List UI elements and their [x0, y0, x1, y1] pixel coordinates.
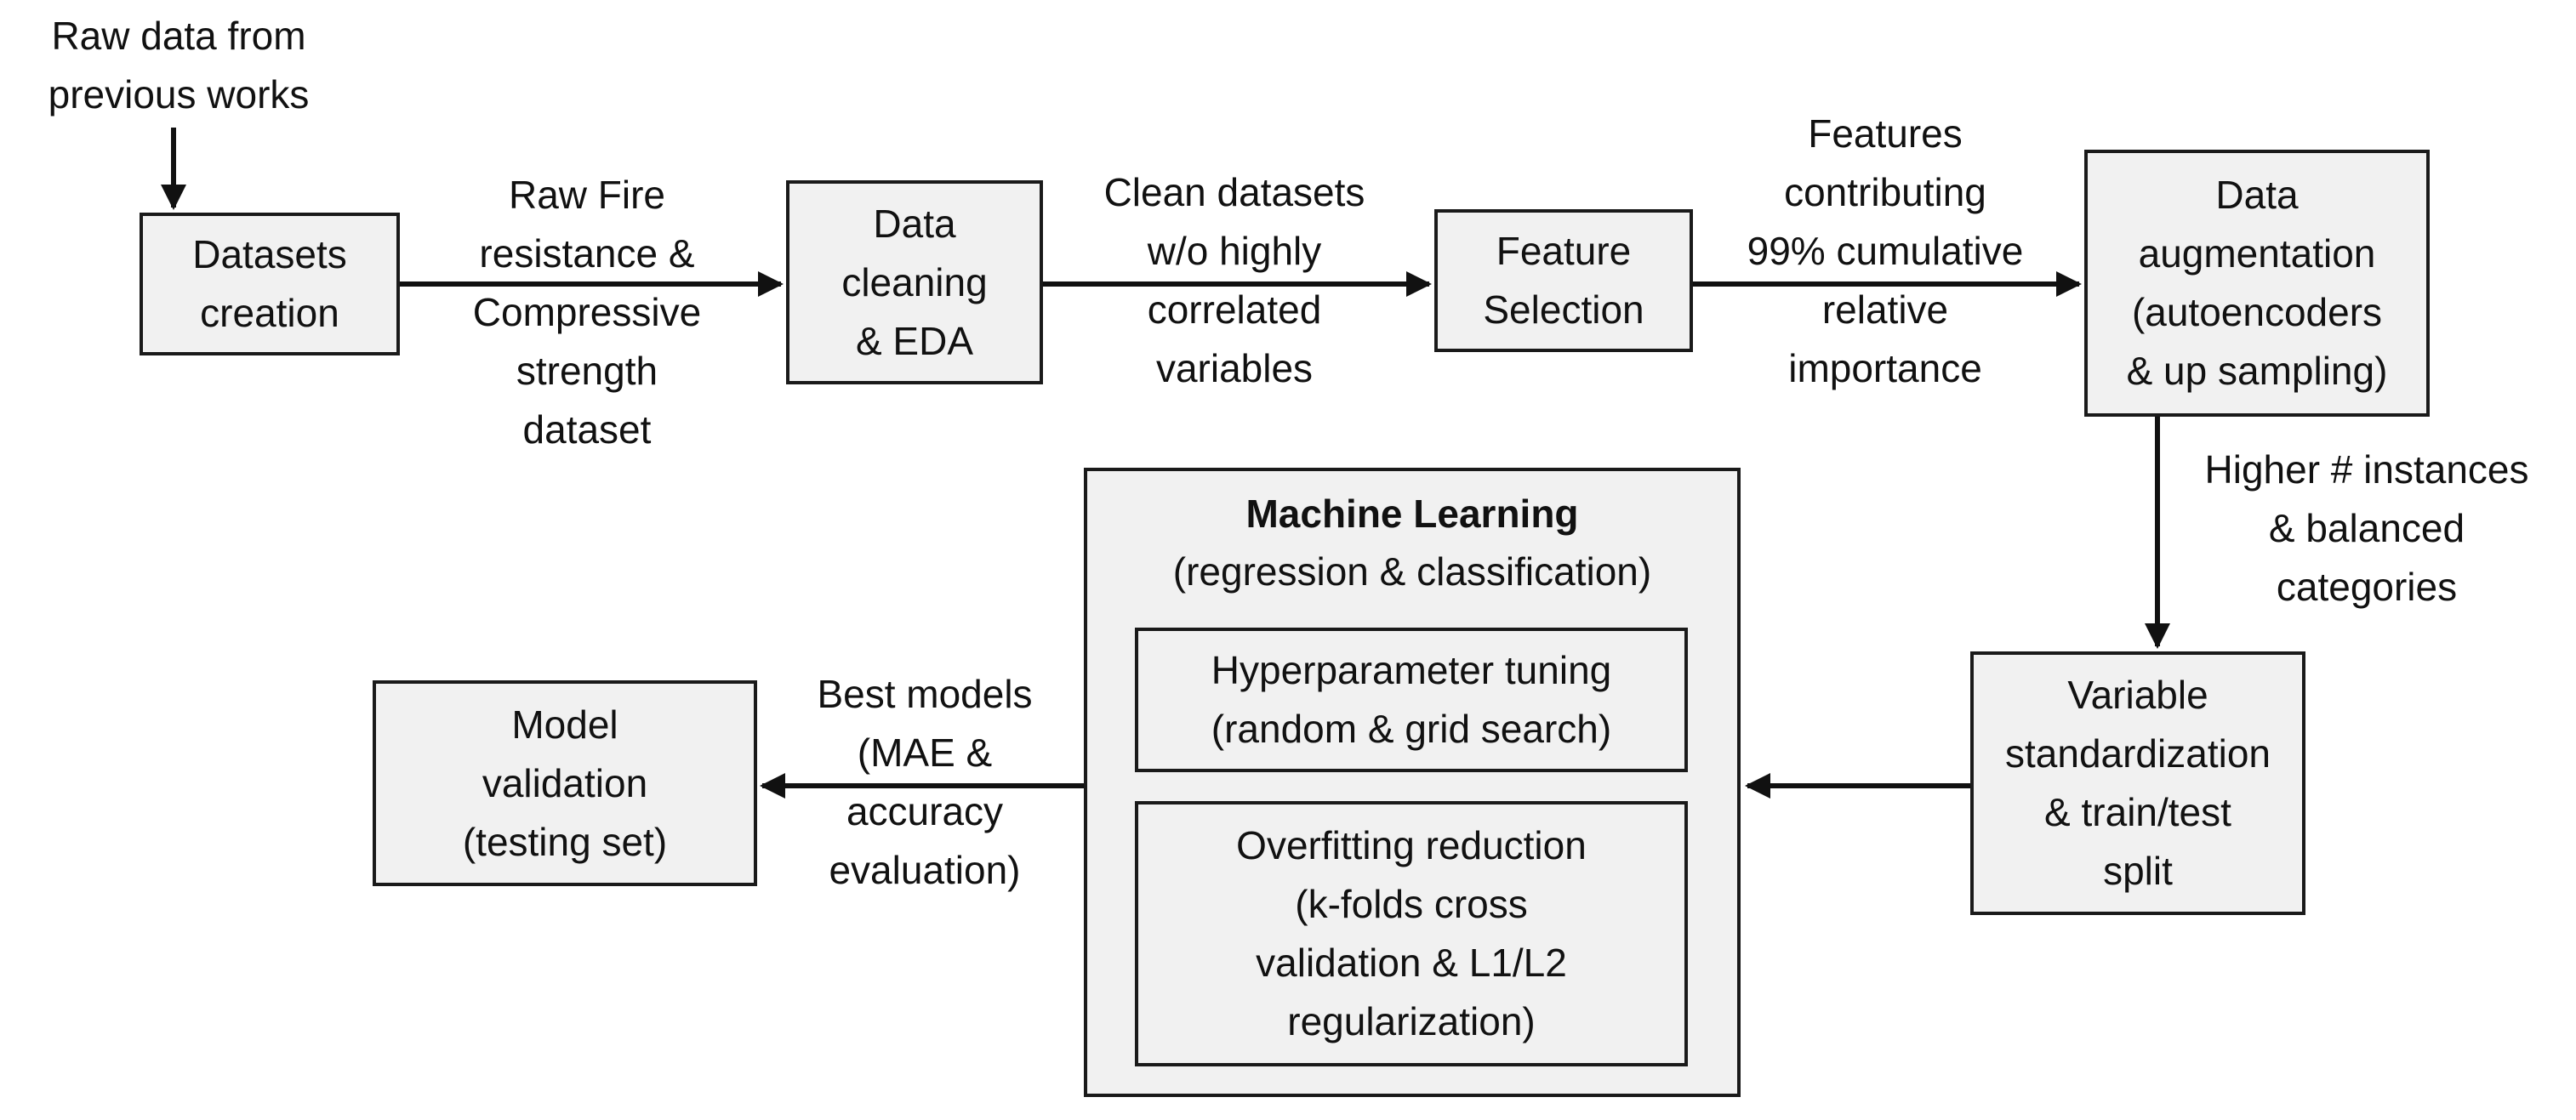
raw-data-source-label: Raw data from previous works	[48, 14, 310, 117]
data-augmentation-node: Data augmentation (autoencoders & up sam…	[2084, 150, 2430, 417]
best-models-edge-label: Best models (MAE & accuracy evaluation)	[817, 672, 1033, 892]
features-edge-label: Features contributing 99% cumulative rel…	[1747, 111, 2024, 390]
data-cleaning-node: Data cleaning & EDA	[786, 180, 1043, 384]
higher-instances-edge-label: Higher # instances & balanced categories	[2204, 446, 2529, 609]
clean-datasets-edge-label: Clean datasets w/o highly correlated var…	[1103, 170, 1365, 390]
machine-learning-node: Machine Learning (regression & classific…	[1084, 468, 1741, 1097]
machine-learning-subtitle: (regression & classification)	[1172, 549, 1652, 594]
model-validation-node: Model validation (testing set)	[373, 680, 757, 886]
feature-selection-node: Feature Selection	[1434, 209, 1693, 352]
datasets-creation-node: Datasets creation	[140, 213, 400, 355]
variable-standardization-node: Variable standardization & train/test sp…	[1970, 651, 2305, 915]
raw-dataset-edge-label: Raw Fire resistance & Compressive streng…	[472, 172, 702, 452]
hyperparameter-tuning-box: Hyperparameter tuning (random & grid sea…	[1135, 628, 1688, 772]
machine-learning-title: Machine Learning	[1245, 492, 1579, 536]
overfitting-reduction-box: Overfitting reduction (k-folds cross val…	[1135, 801, 1688, 1066]
